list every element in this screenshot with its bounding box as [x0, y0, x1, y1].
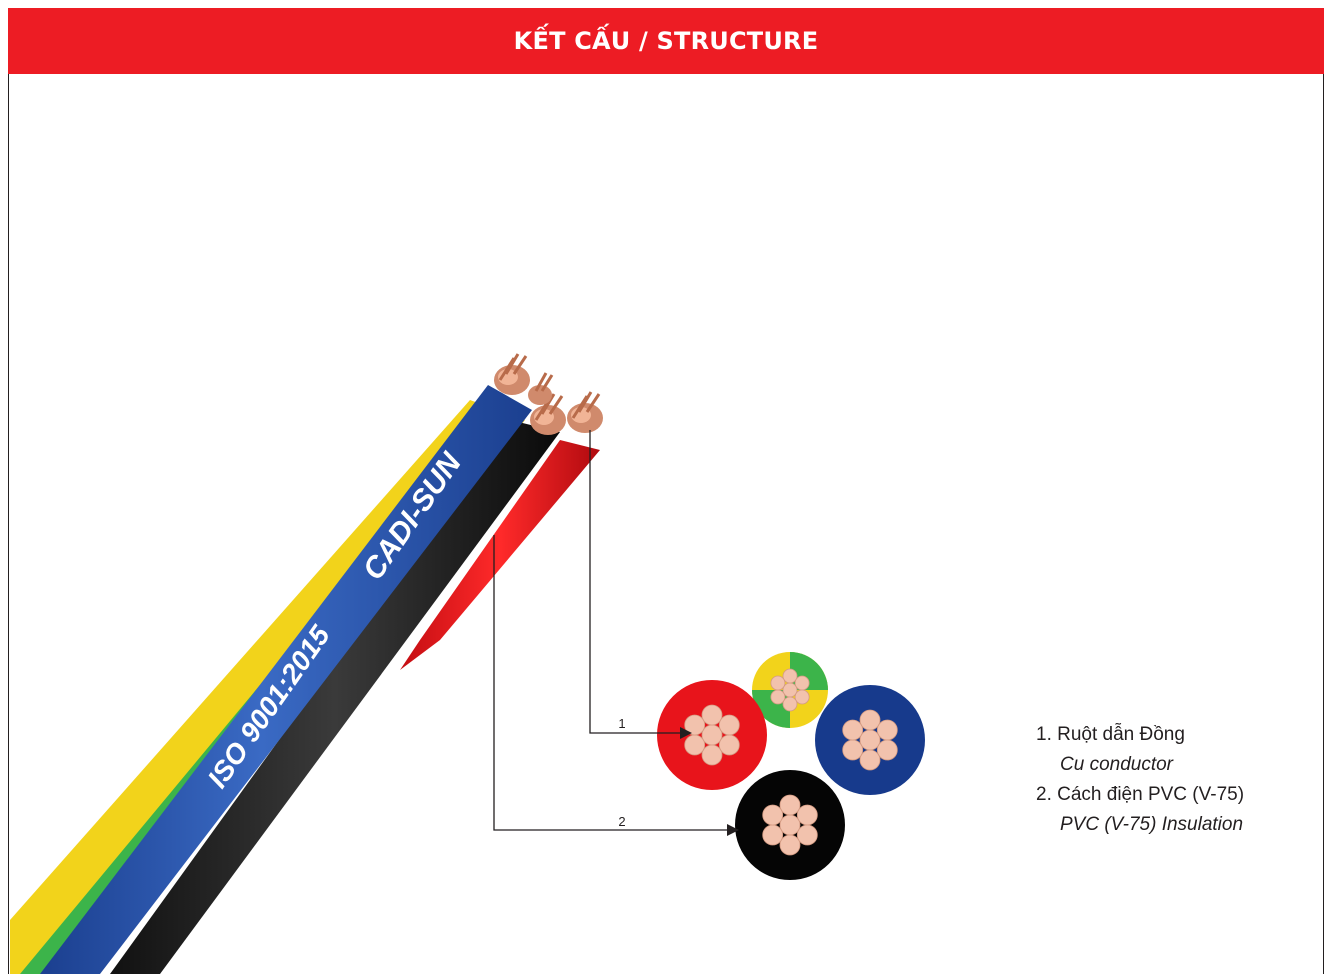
copper-end-red [567, 391, 603, 433]
copper-strand [796, 804, 818, 826]
copper-strand [762, 824, 784, 846]
callout-number-2: 2 [618, 814, 625, 829]
copper-strand [842, 739, 864, 761]
copper-strand [762, 804, 784, 826]
copper-strand [876, 719, 898, 741]
copper-strand [782, 668, 798, 684]
copper-strand [770, 689, 786, 705]
blue-strand [40, 385, 532, 974]
legend-sub-label: PVC (V-75) Insulation [1060, 814, 1244, 835]
copper-strand [718, 734, 740, 756]
copper-strand [794, 689, 810, 705]
legend-label: 2. Cách điện PVC (V-75) [1036, 784, 1245, 805]
red-strand [400, 440, 600, 670]
copper-strand [842, 719, 864, 741]
callout-line-1 [589, 430, 692, 739]
legend: 1. Ruột dẫn Đồng Cu conductor 2. Cách đi… [1036, 720, 1244, 840]
header-bar: KẾT CẤU / STRUCTURE [8, 8, 1324, 74]
copper-conductor-ends [494, 353, 603, 435]
page-frame [8, 8, 1324, 974]
copper-strand [701, 724, 723, 746]
cross-section-blue [815, 685, 925, 795]
cable-bundle: CADI-SUN ISO 9001:2015 [10, 385, 600, 974]
cross-section-red [657, 680, 767, 790]
copper-end-green [528, 372, 554, 405]
copper-strand [782, 696, 798, 712]
black-strand [110, 420, 560, 974]
callout-number-1: 1 [618, 716, 625, 731]
cross-section-yellow-green [752, 652, 828, 728]
cross-section-group [657, 652, 925, 880]
callout-line-2 [493, 535, 739, 836]
copper-strand [770, 675, 786, 691]
legend-label: 1. Ruột dẫn Đồng [1036, 724, 1185, 745]
copper-strand [782, 682, 798, 698]
legend-item-conductor: 1. Ruột dẫn Đồng Cu conductor [1036, 720, 1244, 780]
cross-section-black [735, 770, 845, 880]
copper-strand [684, 714, 706, 736]
copper-strand [876, 739, 898, 761]
copper-strand [718, 714, 740, 736]
legend-item-insulation: 2. Cách điện PVC (V-75) PVC (V-75) Insul… [1036, 780, 1244, 840]
copper-strand [701, 744, 723, 766]
copper-strand [859, 709, 881, 731]
copper-end-blue [494, 353, 530, 395]
copper-strand [859, 729, 881, 751]
page-title: KẾT CẤU / STRUCTURE [513, 27, 819, 55]
copper-strand [701, 704, 723, 726]
copper-strand [796, 824, 818, 846]
copper-strand [684, 734, 706, 756]
copper-strand [779, 814, 801, 836]
copper-strand [779, 794, 801, 816]
legend-sub-label: Cu conductor [1060, 754, 1174, 775]
copper-strand [794, 675, 810, 691]
copper-strand [779, 834, 801, 856]
callout-lines [493, 430, 739, 836]
copper-strand [859, 749, 881, 771]
